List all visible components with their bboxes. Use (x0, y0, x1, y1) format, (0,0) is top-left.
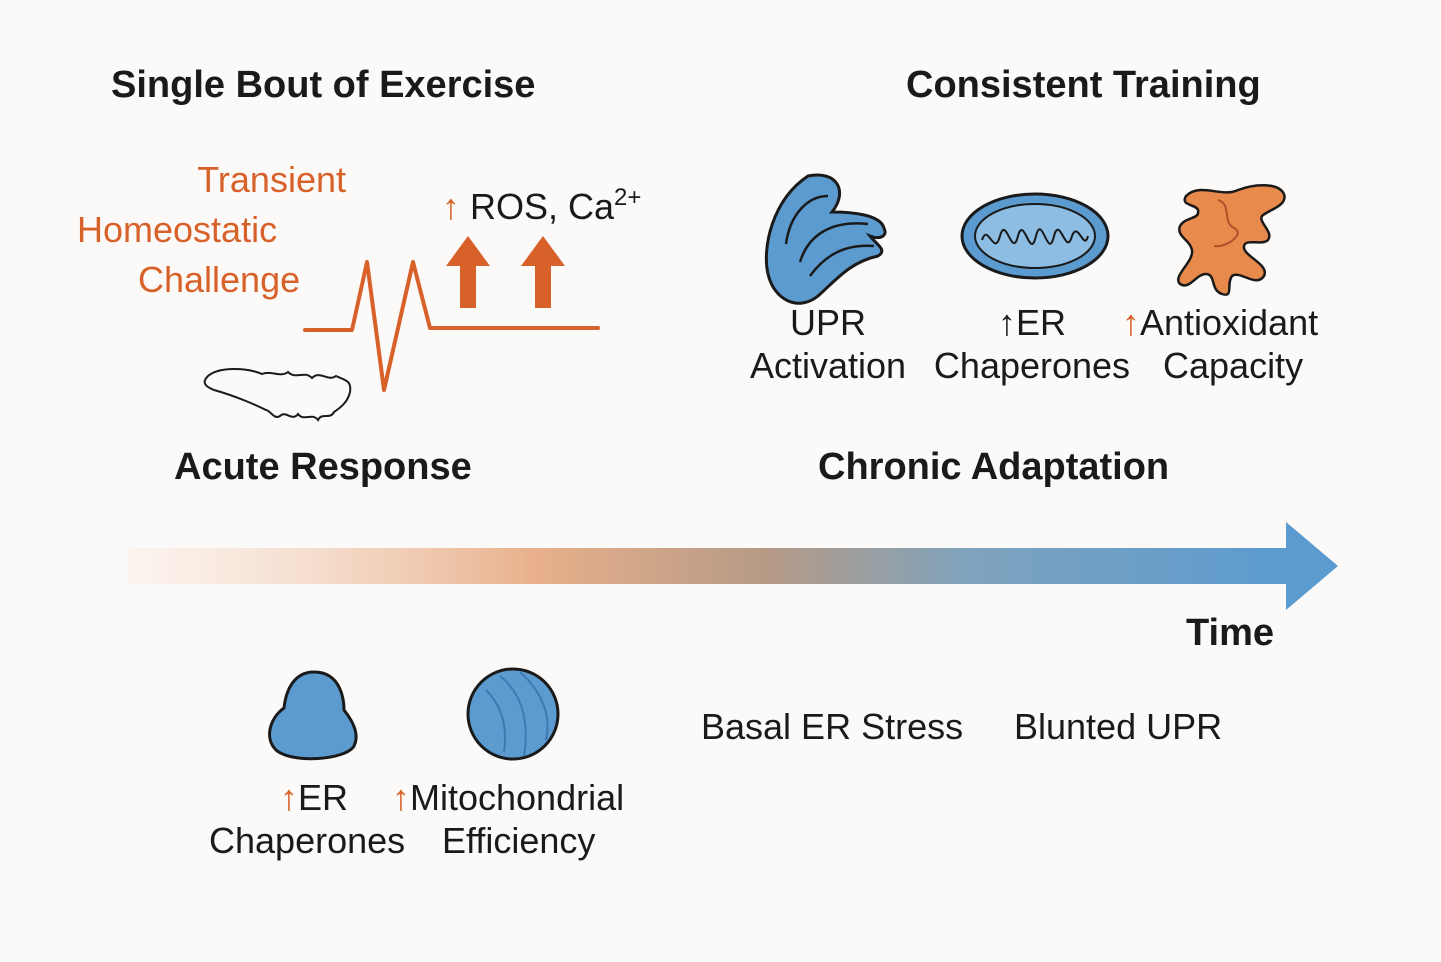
challenge-line-3: Challenge (138, 259, 301, 300)
golgi-icon (764, 173, 887, 305)
mitochondria-sphere-icon (466, 667, 560, 761)
er-chaperones-chronic-line-1: ↑ER (997, 302, 1066, 343)
up-arrow-icon (521, 236, 565, 308)
upr-activation-line-2: Activation (749, 345, 907, 386)
blunted-upr-label: Blunted UPR (1014, 706, 1223, 747)
pulse-line-icon (303, 260, 600, 392)
time-axis-label: Time (1186, 612, 1275, 654)
up-arrow-icon: ↑ (442, 186, 460, 227)
antioxidant-icon (1177, 184, 1286, 296)
time-arrow (128, 522, 1338, 610)
acute-response-heading: Acute Response (174, 446, 472, 488)
up-arrow-icon: ↑ (997, 302, 1016, 343)
basal-er-stress-label: Basal ER Stress (701, 706, 964, 747)
muscle-fiber-sketch-icon (203, 368, 352, 422)
chronic-adaptation-heading: Chronic Adaptation (818, 446, 1170, 488)
up-arrow-icon: ↑ (1122, 302, 1140, 343)
challenge-line-2: Homeostatic (77, 209, 278, 250)
ros-calcium-label: ↑ ROS, Ca2+ (442, 184, 642, 227)
mitochondrial-efficiency-line-1: ↑Mitochondrial (392, 777, 625, 818)
mitochondrial-efficiency-line-2: Efficiency (442, 820, 596, 861)
mitochondrion-icon (960, 192, 1110, 280)
up-arrow-icon: ↑ (279, 777, 298, 818)
challenge-line-1: Transient (197, 159, 346, 200)
single-bout-heading: Single Bout of Exercise (111, 64, 536, 106)
er-chaperones-chronic-line-2: Chaperones (933, 345, 1131, 386)
upr-activation-line-1: UPR (789, 302, 866, 343)
er-chaperones-acute-line-1: ↑ER (279, 777, 348, 818)
up-arrow-icon: ↑ (392, 777, 410, 818)
er-chaperones-acute-line-2: Chaperones (209, 820, 406, 861)
antioxidant-capacity-line-1: ↑Antioxidant (1122, 302, 1319, 343)
up-arrow-icon (446, 236, 490, 308)
antioxidant-capacity-line-2: Capacity (1163, 345, 1304, 386)
consistent-training-heading: Consistent Training (906, 64, 1261, 106)
chaperone-blob-icon (268, 670, 358, 761)
